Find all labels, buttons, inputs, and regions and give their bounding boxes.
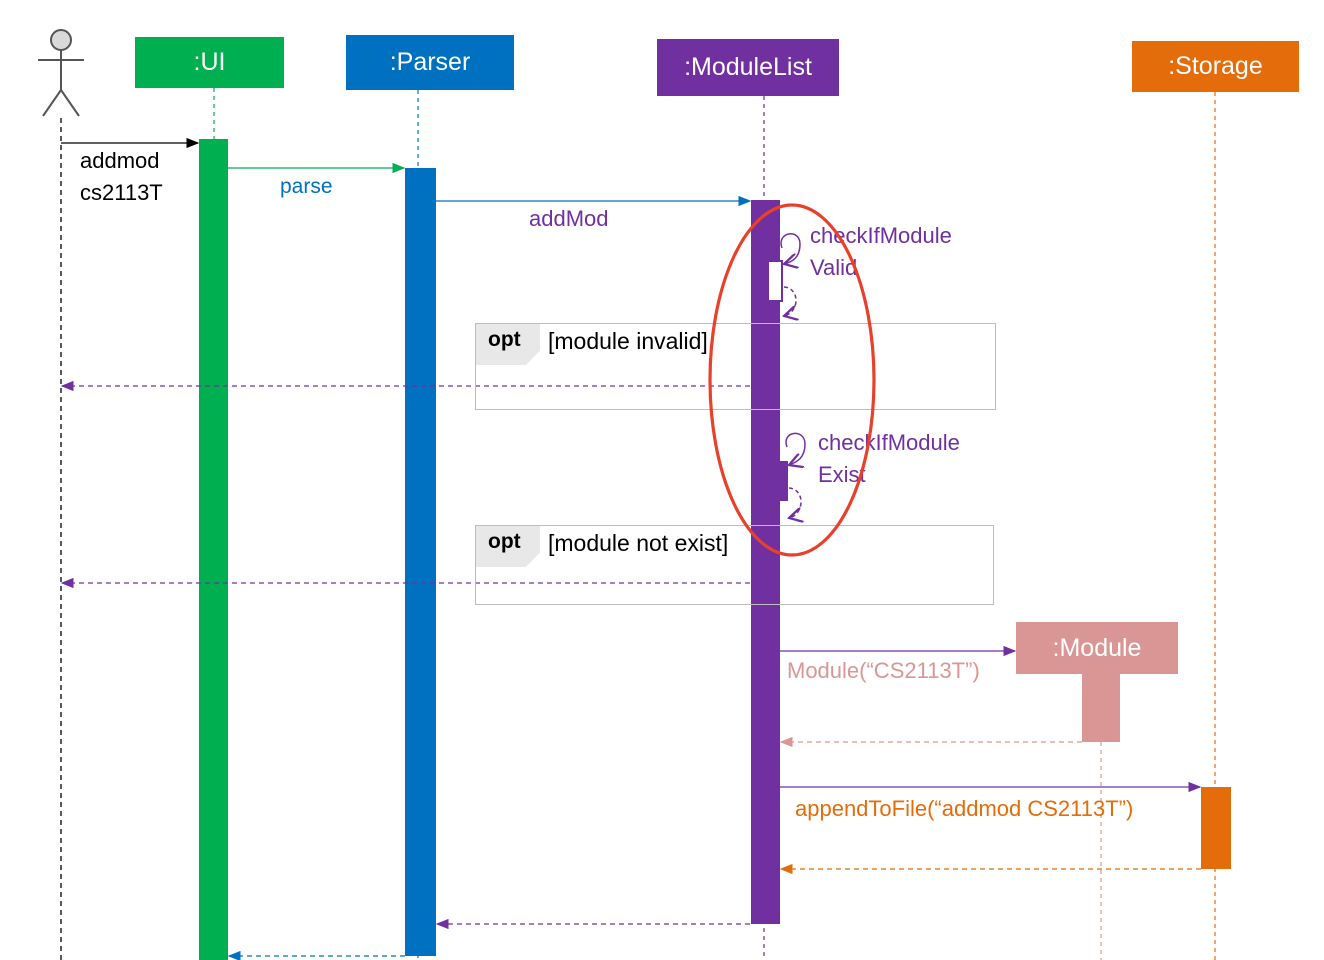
modulelist-participant-box: :ModuleList [657,39,839,96]
module-participant-box: :Module [1016,622,1178,674]
addmod-message-label: addMod [529,206,609,231]
check-valid-self-call-arrow [780,233,801,264]
check-valid-return-arrow [784,286,796,316]
opt-guard-condition: [module not exist] [548,530,729,556]
ui-participant-label: :UI [193,48,226,76]
ui-activation-bar [199,139,228,960]
module-activation-bar [1082,672,1120,742]
ui-participant-box: :UI [135,37,284,88]
modulelist-participant-label: :ModuleList [684,53,812,81]
check-exist-self-call-arrow [785,432,806,465]
check-valid-label-line1: checkIfModule [810,223,952,248]
storage-participant-box: :Storage [1132,41,1299,92]
module-participant-label: :Module [1052,633,1142,662]
opt-fragment-module-invalid: opt [module invalid] [475,323,996,410]
append-to-file-label: appendToFile(“addmod CS2113T”) [795,796,1134,821]
check-exist-label-line2: Exist [818,462,866,487]
stick-figure-actor-icon [38,29,84,117]
opt-operator-tag: opt [476,526,540,567]
opt-guard-condition: [module invalid] [548,328,708,354]
storage-activation-bar [1201,787,1231,869]
check-exist-label-line1: checkIfModule [818,430,960,455]
check-valid-label-line2: Valid [810,255,858,280]
opt-operator-tag: opt [476,324,540,365]
check-valid-activation [767,260,783,302]
module-constructor-label: Module(“CS2113T”) [787,658,980,683]
check-exist-return-arrow [789,487,801,518]
parser-participant-box: :Parser [346,35,514,90]
parser-participant-label: :Parser [389,48,471,76]
storage-participant-label: :Storage [1168,52,1263,80]
opt-fragment-module-not-exist: opt [module not exist] [475,525,994,605]
parse-message-label: parse [280,175,333,198]
parser-activation-bar [405,168,436,956]
check-exist-activation [772,461,788,501]
user-command-label-line2: cs2113T [80,180,163,205]
user-command-label-line1: addmod [80,148,160,173]
